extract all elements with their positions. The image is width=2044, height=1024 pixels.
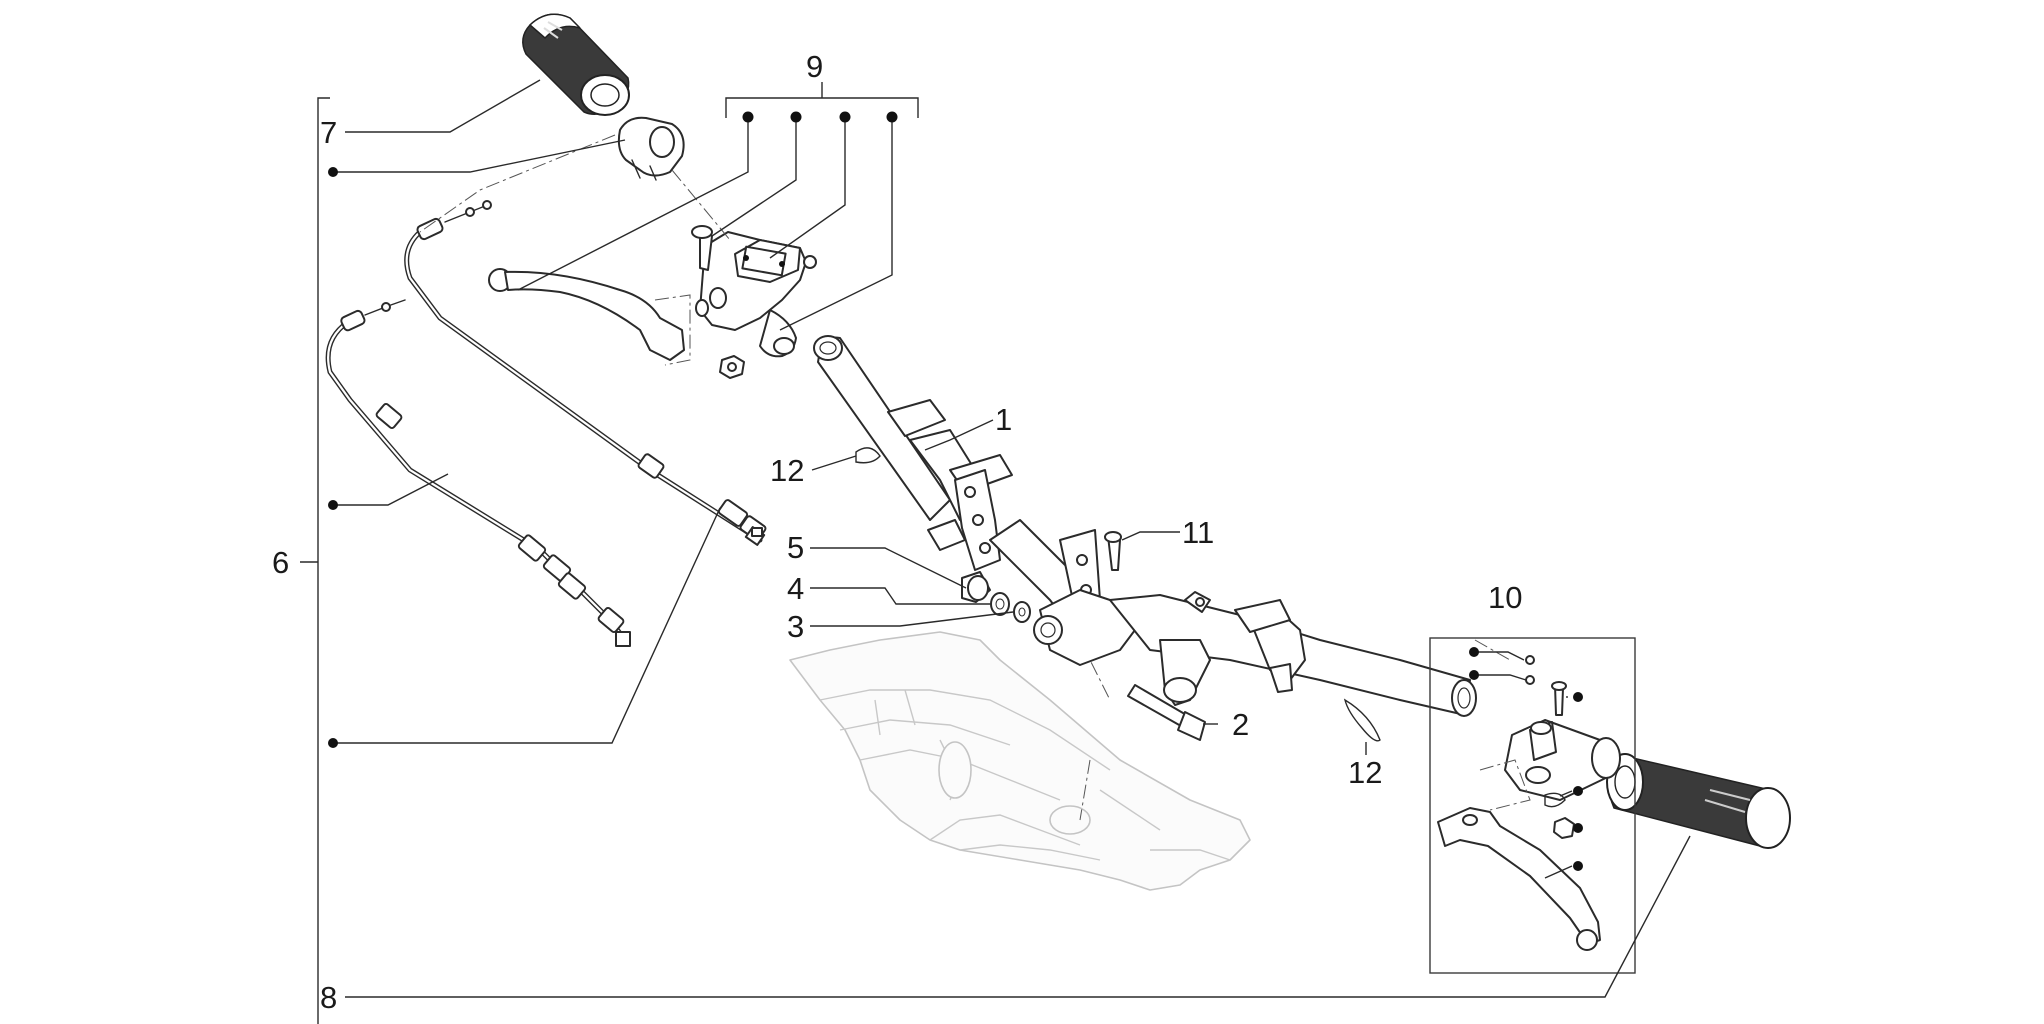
spacers-3-4-5-part: [961, 571, 1031, 623]
bolt-2-part: [1127, 684, 1206, 741]
left-grip-part: [522, 13, 630, 116]
callout-dots: [328, 111, 1583, 871]
callout-labels: 1 2 3 4 5 6 7 8 9 10 11 12 12: [272, 49, 1522, 1015]
right-lever-assembly-part: [1437, 655, 1621, 951]
clip-12-part: [855, 447, 1381, 742]
screw-11-part: [1104, 531, 1122, 571]
callout-label-6: 6: [272, 545, 289, 580]
callout-label-10: 10: [1488, 580, 1522, 615]
callout-label-11: 11: [1182, 515, 1214, 550]
callout-label-4: 4: [787, 571, 804, 606]
callout-label-1: 1: [995, 402, 1012, 437]
detail-box-10: [1429, 637, 1636, 974]
callout-label-5: 5: [787, 530, 804, 565]
throttle-housing-part: [617, 116, 685, 181]
callout-label-12-upper: 12: [770, 453, 804, 488]
callout-label-9: 9: [806, 49, 823, 84]
throttle-cables-part: [325, 200, 767, 647]
callout-label-7: 7: [320, 115, 337, 150]
master-cylinder-part: [691, 225, 817, 379]
left-brake-lever-part: [488, 268, 691, 366]
leader-lines: [300, 79, 1691, 1024]
handlebar-part: [813, 335, 1477, 717]
callout-label-3: 3: [787, 609, 804, 644]
callout-label-12-lower: 12: [1348, 755, 1382, 790]
callout-label-2: 2: [1232, 707, 1249, 742]
ghost-front-body-part: [789, 631, 1251, 891]
callout-label-8: 8: [320, 980, 337, 1015]
